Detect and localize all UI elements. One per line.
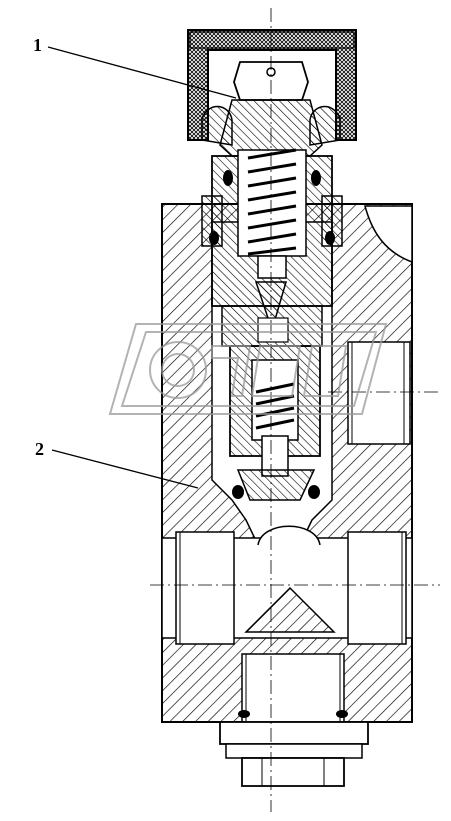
lower-spring (255, 382, 295, 430)
bottom-plug (219, 710, 369, 787)
leader-line-1 (47, 46, 237, 99)
callout-label-2: 2 (35, 439, 44, 459)
callout-label-1: 1 (33, 35, 42, 55)
leader-line-2 (51, 449, 199, 489)
upper-spring (247, 148, 297, 256)
center-lines (150, 8, 440, 812)
watermark-logo (108, 323, 388, 415)
